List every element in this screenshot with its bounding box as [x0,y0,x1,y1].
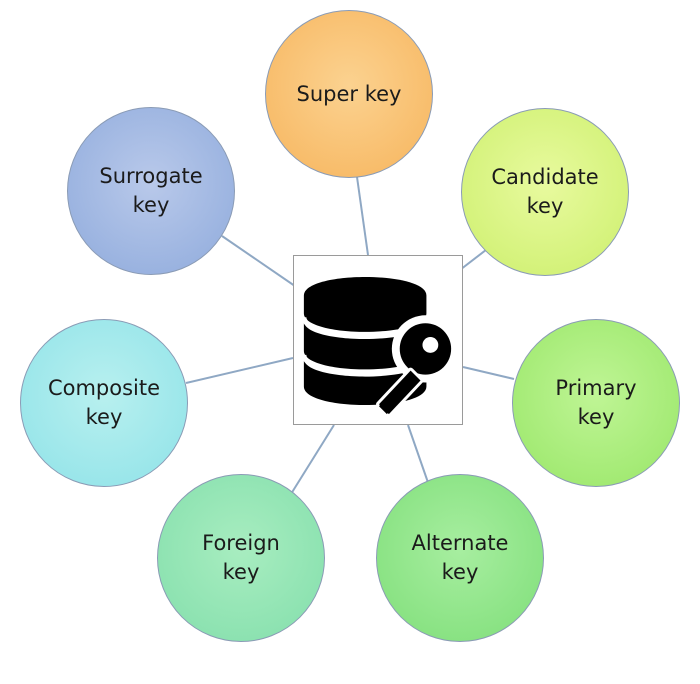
node-label: Composite key [48,374,160,432]
connector-super [356,176,369,256]
node-candidate-key: Candidate key [461,108,629,276]
connector-composite [185,357,294,384]
node-label: Alternate key [412,529,509,587]
connector-primary [462,366,515,380]
node-label-line: key [222,560,260,584]
database-key-icon [301,277,460,418]
node-label: Primary key [555,374,636,432]
node-label-line: Surrogate [99,164,203,188]
node-super-key: Super key [265,10,433,178]
node-composite-key: Composite key [20,319,188,487]
node-label: Candidate key [491,163,598,221]
connector-foreign [285,424,335,503]
node-label-line: key [132,193,170,217]
node-label-line: key [577,405,615,429]
node-label: Foreign key [202,529,280,587]
node-label-line: key [526,194,564,218]
node-label-line: Super key [296,81,402,106]
node-alternate-key: Alternate key [376,474,544,642]
node-label-line: Alternate [411,531,509,555]
node-foreign-key: Foreign key [157,474,325,642]
node-label-line: Composite [47,376,161,400]
node-label: Surrogate key [99,162,202,220]
node-label-line: key [441,560,479,584]
node-label-line: Foreign [202,531,280,555]
database-key-box [293,255,463,425]
node-label-line: Primary [555,376,637,400]
node-label-line: Candidate [491,165,599,189]
node-label-line: key [85,405,123,429]
node-label: Super key [297,80,402,109]
node-surrogate-key: Surrogate key [67,107,235,275]
node-primary-key: Primary key [512,319,680,487]
